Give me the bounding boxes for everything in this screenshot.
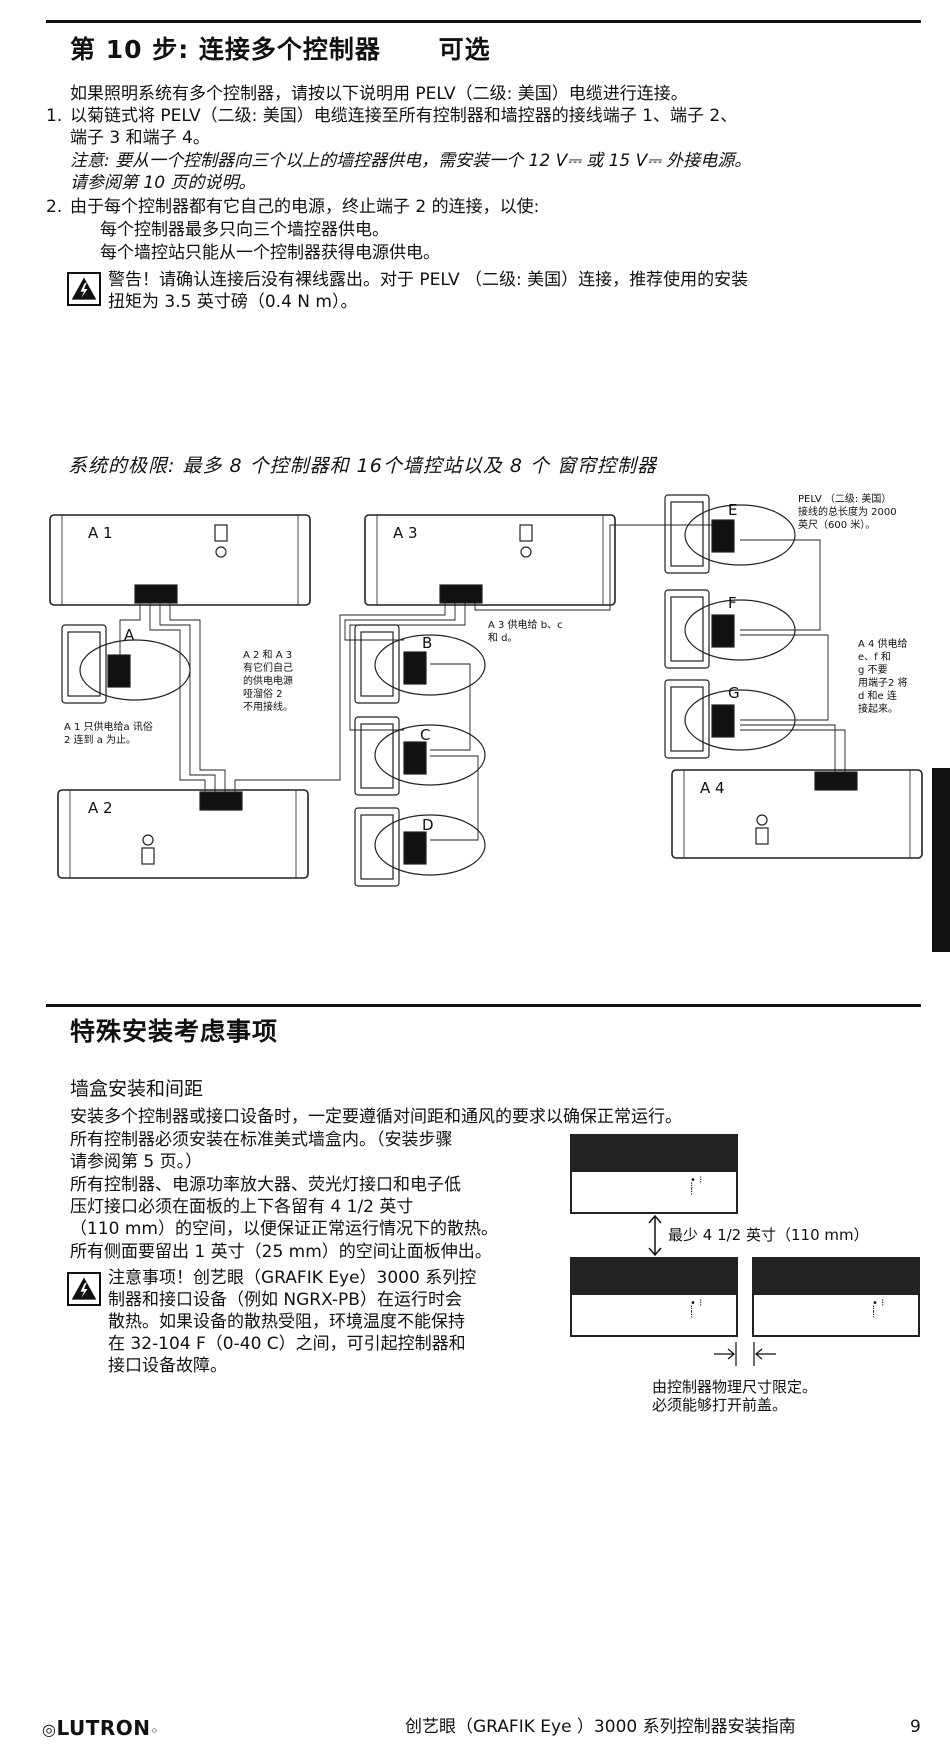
label-ws-d: D [422, 816, 434, 834]
special-line2: 所有控制器必须安装在标准美式墙盒内。（安装步骤 [70, 1130, 453, 1150]
note-a2a3-line5: 不用接线。 [243, 700, 293, 713]
special-line1: 安装多个控制器或接口设备时，一定要遵循对间距和通风的要求以确保正常运行。 [70, 1107, 682, 1127]
optional-label: 可选 [438, 35, 491, 64]
controller-a4 [671, 769, 923, 859]
label-ws-g: G [728, 684, 740, 702]
note-pelv-line2: 接线的总长度为 2000 [798, 505, 897, 518]
note-a1-line1: A 1 只供电给a 讯俗 [64, 720, 153, 733]
wallstation-e [664, 494, 796, 574]
label-a1: A 1 [88, 524, 113, 542]
caution-line5: 接口设备故障。 [108, 1356, 227, 1376]
special-subtitle: 墙盒安装和间距 [70, 1078, 204, 1100]
note-a4-line3: g 不要 [858, 664, 888, 676]
label-ws-b: B [422, 634, 432, 652]
item2-sub2: 每个墙控站只能从一个控制器获得电源供电。 [100, 243, 440, 263]
special-line3: 请参阅第 5 页。） [70, 1152, 203, 1172]
lutron-logo: ◎LUTRON◦ [42, 1716, 159, 1740]
controller-a3 [364, 514, 616, 606]
wallstation-g [664, 679, 796, 759]
note-line1: 注意: 要从一个控制器向三个以上的墙控器供电，需安装一个 12 V⎓ 或 15 … [70, 151, 752, 171]
wiring-diagram: A 1 A 3 A 2 A 4 A B C D E F G A 1 只供电给a … [49, 492, 923, 887]
caution-line1: 注意事项！创艺眼（GRAFIK Eye）3000 系列控 [108, 1268, 477, 1288]
note-a4-line6: 接起来。 [858, 702, 898, 715]
special-line4: 所有控制器、电源功率放大器、荧光灯接口和电子低 [70, 1175, 461, 1195]
spacing-label: 最少 4 1/2 英寸（110 mm） [668, 1226, 869, 1244]
note-a4-line5: d 和e 连 [858, 689, 897, 702]
intro-text: 如果照明系统有多个控制器，请按以下说明用 PELV（二级: 美国）电缆进行连接。 [70, 84, 688, 104]
item1-line1: 以菊链式将 PELV（二级: 美国）电缆连接至所有控制器和墙控器的接线端子 1、… [70, 106, 738, 126]
note-a4-line2: e、f 和 [858, 651, 891, 663]
label-a4: A 4 [700, 779, 725, 797]
logo-text: LUTRON [56, 1716, 151, 1740]
logo-mark-icon: ◎ [42, 1720, 57, 1739]
label-ws-f: F [728, 594, 737, 612]
step-title-text: 第 10 步: 连接多个控制器 [70, 35, 381, 64]
diagram-caption: 系统的极限: 最多 8 个控制器和 16个墙控站以及 8 个 窗帘控制器 [68, 455, 658, 477]
side-caption-2: 必须能够打开前盖。 [652, 1396, 788, 1414]
page-number: 9 [910, 1717, 921, 1737]
note-a2a3-line3: 的供电电源 [243, 674, 293, 687]
special-line6: （110 mm）的空间，以便保证正常运行情况下的散热。 [70, 1219, 498, 1239]
caution-line3: 散热。如果设备的散热受阻，环境温度不能保持 [108, 1312, 465, 1332]
note-pelv-line1: PELV （二级: 美国） [798, 492, 891, 505]
note-a3-line1: A 3 供电给 b、c [488, 618, 563, 631]
label-ws-c: C [420, 726, 430, 744]
special-title: 特殊安装考虑事项 [70, 1017, 279, 1046]
caution-line2: 制器和接口设备（例如 NGRX-PB）在运行时会 [108, 1290, 462, 1310]
side-caption-1: 由控制器物理尺寸限定。 [652, 1378, 818, 1396]
item1-number: 1. [46, 106, 63, 126]
label-a3: A 3 [393, 524, 418, 542]
caution-line4: 在 32-104 F（0-40 C）之间，可引起控制器和 [108, 1334, 466, 1354]
panel-bottom-left: • ⁝⁝⁝ [570, 1257, 738, 1337]
item2-line1: 由于每个控制器都有它自己的电源，终止端子 2 的连接，以使: [70, 197, 540, 217]
special-line7: 所有侧面要留出 1 英寸（25 mm）的空间让面板伸出。 [70, 1242, 492, 1262]
item1-line2: 端子 3 和端子 4。 [70, 128, 210, 148]
note-a4-line1: A 4 供电给 [858, 637, 908, 650]
section-tab [932, 768, 950, 952]
warning-line2: 扭矩为 3.5 英寸磅（0.4 N m）。 [108, 292, 358, 312]
label-ws-e: E [728, 501, 737, 519]
section-rule [46, 1004, 921, 1007]
item2-sub1: 每个控制器最多只向三个墙控器供电。 [100, 220, 389, 240]
step-title: 第 10 步: 连接多个控制器 可选 [70, 30, 491, 66]
note-pelv-line3: 英尺（600 米）。 [798, 518, 875, 531]
caution-icon [67, 1272, 101, 1306]
side-gap-arrows-icon [714, 1342, 776, 1366]
top-rule [46, 20, 921, 23]
special-line5: 压灯接口必须在面板的上下各留有 4 1/2 英寸 [70, 1197, 414, 1217]
note-a2a3-line2: 有它们自己 [243, 661, 293, 674]
footer-doc-title: 创艺眼（GRAFIK Eye ）3000 系列控制器安装指南 [405, 1717, 796, 1737]
controller-a2 [57, 789, 309, 879]
note-a2a3-line4: 哑溜俗 2 [243, 687, 283, 700]
wallstation-d [354, 807, 486, 887]
vertical-spacing-arrow-icon [648, 1214, 662, 1257]
note-a3-line2: 和 d。 [488, 632, 518, 644]
item2-number: 2. [46, 197, 63, 217]
controller-a1 [49, 514, 311, 606]
label-ws-a: A [124, 626, 135, 644]
panel-top: • ⁝⁝⁝ [570, 1134, 738, 1214]
note-line2: 请参阅第 10 页的说明。 [70, 173, 256, 193]
note-a1-line2: 2 连到 a 为止。 [64, 733, 136, 746]
label-a2: A 2 [88, 799, 113, 817]
panel-bottom-right: • ⁝⁝⁝ [752, 1257, 920, 1337]
warning-line1: 警告！请确认连接后没有裸线露出。对于 PELV （二级: 美国）连接，推荐使用的… [108, 270, 749, 290]
wallstation-c [354, 716, 486, 796]
warning-icon [67, 272, 101, 306]
note-a4-line4: 用端子2 将 [858, 676, 908, 689]
note-a2a3-line1: A 2 和 A 3 [243, 649, 292, 661]
